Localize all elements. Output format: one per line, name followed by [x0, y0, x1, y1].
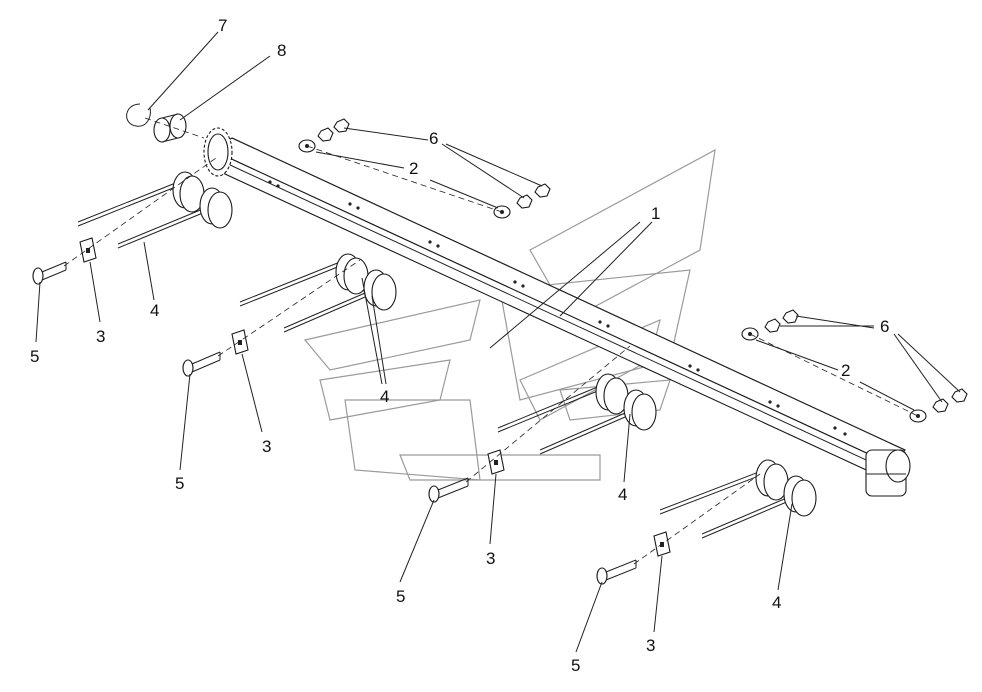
tine-bar	[210, 137, 907, 481]
clamp-plate	[487, 449, 505, 475]
callout-labels: 1 2 2 3 3 3 3 4 4 4 4 5 5 5 5 6 6 7 8	[30, 16, 889, 675]
leader-lines	[35, 31, 961, 653]
callout-7: 7	[218, 16, 227, 35]
callout-3: 3	[486, 549, 495, 568]
callout-5: 5	[175, 474, 184, 493]
gear	[203, 127, 233, 177]
callout-2: 2	[409, 159, 418, 178]
callout-4: 4	[150, 301, 159, 320]
spring-tine	[77, 171, 233, 249]
bushing	[153, 113, 187, 143]
callout-8: 8	[277, 41, 286, 60]
callout-2: 2	[841, 361, 850, 380]
callout-4: 4	[380, 387, 389, 406]
carriage-bolt	[428, 477, 469, 503]
callout-5: 5	[396, 587, 405, 606]
callout-3: 3	[262, 437, 271, 456]
callout-5: 5	[571, 656, 580, 675]
callout-6: 6	[429, 129, 438, 148]
callout-1: 1	[651, 204, 660, 223]
clamp-plate	[231, 329, 249, 355]
callout-4: 4	[618, 485, 627, 504]
clamp-plate	[79, 237, 97, 263]
spring-tine	[659, 459, 817, 539]
bar-holes	[268, 180, 847, 436]
callout-4: 4	[772, 593, 781, 612]
carriage-bolt	[596, 559, 637, 585]
washers-and-nuts	[298, 118, 968, 423]
callout-6: 6	[880, 317, 889, 336]
snap-ring	[126, 103, 151, 127]
callout-5: 5	[30, 347, 39, 366]
callout-3: 3	[646, 636, 655, 655]
end-bearing-block	[865, 449, 911, 497]
watermark-logo	[303, 148, 716, 481]
carriage-bolt	[182, 351, 221, 377]
spring-tine	[239, 253, 397, 333]
spring-tine	[497, 373, 657, 455]
callout-3: 3	[96, 327, 105, 346]
carriage-bolt	[32, 261, 67, 285]
